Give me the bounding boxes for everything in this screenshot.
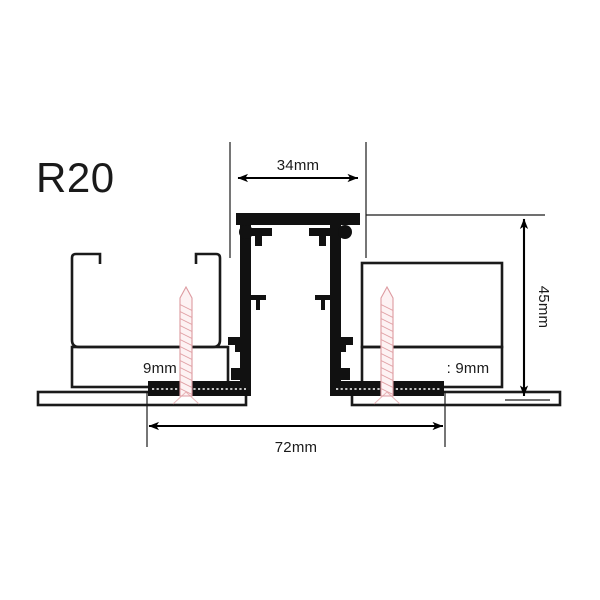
mounting-screw-left xyxy=(172,285,200,405)
right-base-plate xyxy=(350,390,562,407)
left-base-plate xyxy=(36,390,248,407)
mounting-screw-right xyxy=(373,285,401,405)
dim-label-72mm: 72mm xyxy=(275,439,317,456)
dimension-45mm: 45mm xyxy=(519,218,552,396)
drawing-title: R20 xyxy=(36,154,115,201)
dim-label-45mm: 45mm xyxy=(535,286,552,328)
dim-label-9mm-right: : 9mm xyxy=(447,360,490,377)
recessed-magnetic-track-profile xyxy=(148,213,444,396)
dimension-72mm: 72mm xyxy=(148,421,443,456)
dim-label-34mm: 34mm xyxy=(277,157,319,174)
dimension-34mm: 34mm xyxy=(237,157,358,183)
dim-label-9mm-left: 9mm xyxy=(143,360,177,377)
